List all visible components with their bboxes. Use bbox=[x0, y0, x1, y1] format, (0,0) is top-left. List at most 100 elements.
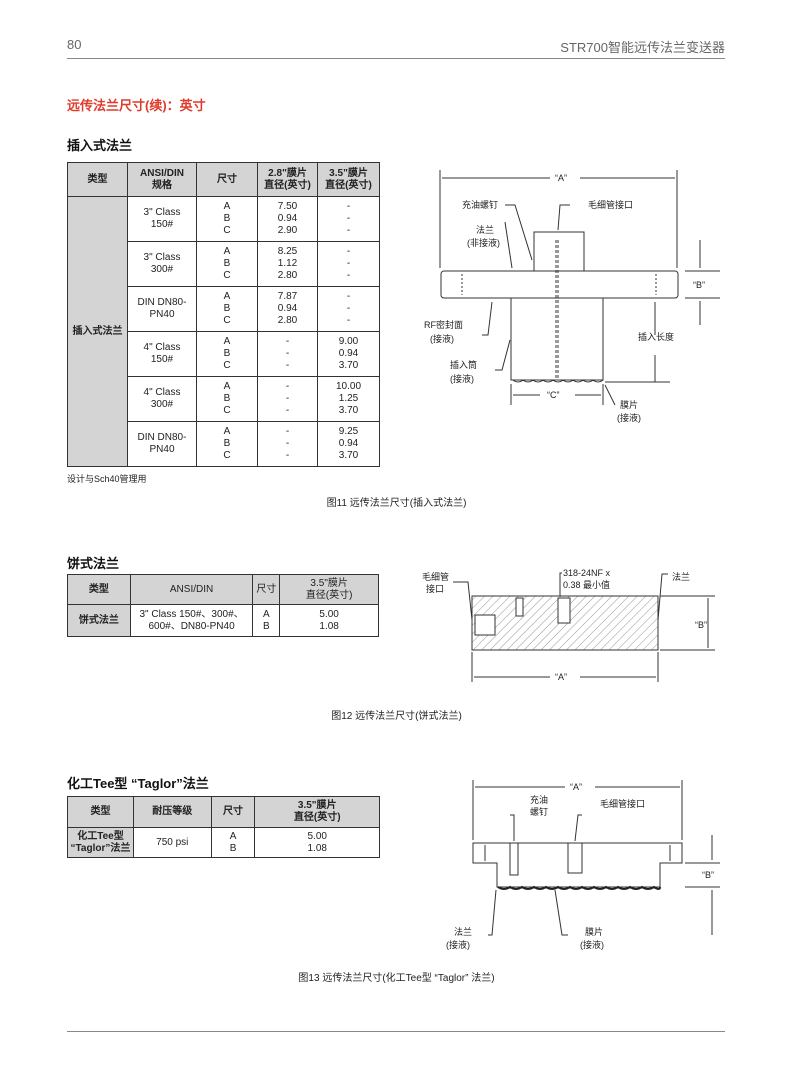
insert-tube-sub-label: (接液) bbox=[450, 373, 474, 384]
value-cell: 7.87 0.94 2.80 bbox=[257, 286, 318, 332]
capillary-label: 毛细管 bbox=[422, 571, 449, 582]
col-header: 尺寸 bbox=[210, 796, 256, 828]
dim-b-label: “B” bbox=[695, 620, 707, 630]
value-cell: 9.25 0.94 3.70 bbox=[317, 421, 380, 467]
figure-12-caption: 图12 远传法兰尺寸(饼式法兰) bbox=[331, 711, 462, 722]
spec-cell: 4" Class 150# bbox=[127, 331, 197, 377]
dim-a-label: “A” bbox=[555, 672, 567, 682]
document-title: STR700智能远传法兰变送器 bbox=[560, 40, 725, 55]
figure-11-caption: 图11 远传法兰尺寸(插入式法兰) bbox=[326, 498, 467, 509]
header-divider bbox=[67, 58, 725, 59]
tee-flange-heading: 化工Tee型 “Taglor”法兰 bbox=[67, 776, 209, 791]
fill-screw-label: 充油螺钉 bbox=[462, 199, 498, 210]
table-row: 4" Class 150#A B C- - -9.00 0.94 3.70 bbox=[68, 331, 380, 377]
dims-cell: A B C bbox=[196, 376, 258, 422]
col-header: 类型 bbox=[67, 162, 128, 197]
spec-cell: 3" Class 150# bbox=[127, 196, 197, 242]
dims-cell: A B C bbox=[196, 421, 258, 467]
value-cell: - - - bbox=[257, 331, 318, 377]
value-cell: 5.00 1.08 bbox=[279, 604, 379, 637]
spec-cell: 3" Class 150#、300#、 600#、DN80-PN40 bbox=[129, 604, 254, 637]
spec-cell: DIN DN80- PN40 bbox=[127, 421, 197, 467]
value-cell: 5.00 1.08 bbox=[254, 827, 380, 858]
table-row: 化工Tee型 “Taglor”法兰 750 psi A B 5.00 1.08 bbox=[67, 827, 380, 858]
flange-label: 法兰 bbox=[454, 926, 472, 937]
fill-screw-label: 充油 bbox=[530, 794, 548, 805]
flange-sub-label: (接液) bbox=[446, 939, 470, 950]
spec-cell: 3" Class 300# bbox=[127, 241, 197, 287]
table-header-row: 类型 ANSI/DIN 尺寸 3.5"膜片 直径(英寸) bbox=[67, 574, 379, 605]
value-cell: - - - bbox=[257, 421, 318, 467]
thread-sub-label: 0.38 最小值 bbox=[563, 579, 610, 590]
type-cell: 饼式法兰 bbox=[67, 604, 131, 637]
capillary-label: 毛细管接口 bbox=[600, 798, 645, 809]
rf-face-label: RF密封面 bbox=[424, 319, 463, 330]
capillary-sub-label: 接口 bbox=[426, 583, 444, 594]
col-header: 3.5"膜片 直径(英寸) bbox=[279, 574, 379, 605]
col-header: 耐压等级 bbox=[132, 796, 212, 828]
insert-flange-diagram: “A” 充油螺钉 毛细管接口 法兰 (非接液) “B” RF密封面 (接液) 插… bbox=[424, 170, 720, 423]
col-header: ANSI/DIN bbox=[129, 574, 254, 605]
dim-a-label: “A” bbox=[570, 782, 582, 792]
section-title: 远传法兰尺寸(续)：英寸 bbox=[67, 98, 206, 113]
diaphragm-sub-label: (接液) bbox=[617, 412, 641, 423]
dims-cell: A B C bbox=[196, 331, 258, 377]
col-header: 3.5"膜片 直径(英寸) bbox=[254, 796, 380, 828]
flange-label: 法兰 bbox=[672, 571, 690, 582]
value-cell: 7.50 0.94 2.90 bbox=[257, 196, 318, 242]
tee-flange-table: 类型 耐压等级 尺寸 3.5"膜片 直径(英寸) 化工Tee型 “Taglor”… bbox=[67, 796, 380, 858]
dims-cell: A B C bbox=[196, 196, 258, 242]
dim-c-label: “C” bbox=[547, 390, 560, 400]
flange-sub-label: (非接液) bbox=[467, 237, 500, 248]
dims-cell: A B bbox=[210, 827, 256, 858]
value-cell: - - - bbox=[317, 196, 380, 242]
col-header: 尺寸 bbox=[196, 162, 258, 197]
table-row: 4" Class 300#A B C- - -10.00 1.25 3.70 bbox=[68, 376, 380, 422]
type-cell: 插入式法兰 bbox=[67, 196, 128, 467]
rating-cell: 750 psi bbox=[132, 827, 212, 858]
col-header: 尺寸 bbox=[252, 574, 281, 605]
insert-flange-heading: 插入式法兰 bbox=[67, 138, 133, 153]
value-cell: 9.00 0.94 3.70 bbox=[317, 331, 380, 377]
insert-length-label: 插入长度 bbox=[638, 331, 674, 342]
dim-b-label: “B” bbox=[693, 280, 705, 290]
spec-cell: 4" Class 300# bbox=[127, 376, 197, 422]
dim-a-label: “A” bbox=[555, 173, 567, 183]
dims-cell: A B C bbox=[196, 286, 258, 332]
rf-face-sub-label: (接液) bbox=[430, 333, 454, 344]
diaphragm-label: 膜片 bbox=[585, 926, 603, 937]
value-cell: - - - bbox=[257, 376, 318, 422]
dims-cell: A B C bbox=[196, 241, 258, 287]
tee-flange-diagram: “A” 充油 螺钉 毛细管接口 “B” 法兰 (接液) 膜片 (接液) bbox=[446, 780, 720, 950]
table-header-row: 类型 ANSI/DIN 规格 尺寸 2.8"膜片 直径(英寸) 3.5"膜片 直… bbox=[67, 162, 380, 197]
diaphragm-sub-label: (接液) bbox=[580, 939, 604, 950]
table-header-row: 类型 耐压等级 尺寸 3.5"膜片 直径(英寸) bbox=[67, 796, 380, 828]
type-cell: 化工Tee型 “Taglor”法兰 bbox=[67, 827, 134, 858]
table-row: 饼式法兰 3" Class 150#、300#、 600#、DN80-PN40 … bbox=[67, 604, 379, 637]
flange-label: 法兰 bbox=[476, 224, 494, 235]
col-header: 2.8"膜片 直径(英寸) bbox=[257, 162, 318, 197]
value-cell: 10.00 1.25 3.70 bbox=[317, 376, 380, 422]
col-header: 类型 bbox=[67, 574, 131, 605]
value-cell: 8.25 1.12 2.80 bbox=[257, 241, 318, 287]
value-cell: - - - bbox=[317, 286, 380, 332]
insert-flange-table: 类型 ANSI/DIN 规格 尺寸 2.8"膜片 直径(英寸) 3.5"膜片 直… bbox=[67, 162, 380, 467]
footer-divider bbox=[67, 1031, 725, 1032]
capillary-label: 毛细管接口 bbox=[588, 199, 633, 210]
insert-tube-label: 插入筒 bbox=[450, 359, 477, 370]
dim-b-label: “B” bbox=[702, 870, 714, 880]
value-cell: - - - bbox=[317, 241, 380, 287]
col-header: 类型 bbox=[67, 796, 134, 828]
table-note: 设计与Sch40管理用 bbox=[67, 474, 147, 484]
figure-13-caption: 图13 远传法兰尺寸(化工Tee型 “Taglor” 法兰) bbox=[298, 973, 495, 984]
spec-cell: DIN DN80- PN40 bbox=[127, 286, 197, 332]
diaphragm-label: 膜片 bbox=[620, 399, 638, 410]
pancake-flange-table: 类型 ANSI/DIN 尺寸 3.5"膜片 直径(英寸) 饼式法兰 3" Cla… bbox=[67, 574, 379, 637]
dims-cell: A B bbox=[252, 604, 281, 637]
page-number: 80 bbox=[67, 37, 82, 52]
